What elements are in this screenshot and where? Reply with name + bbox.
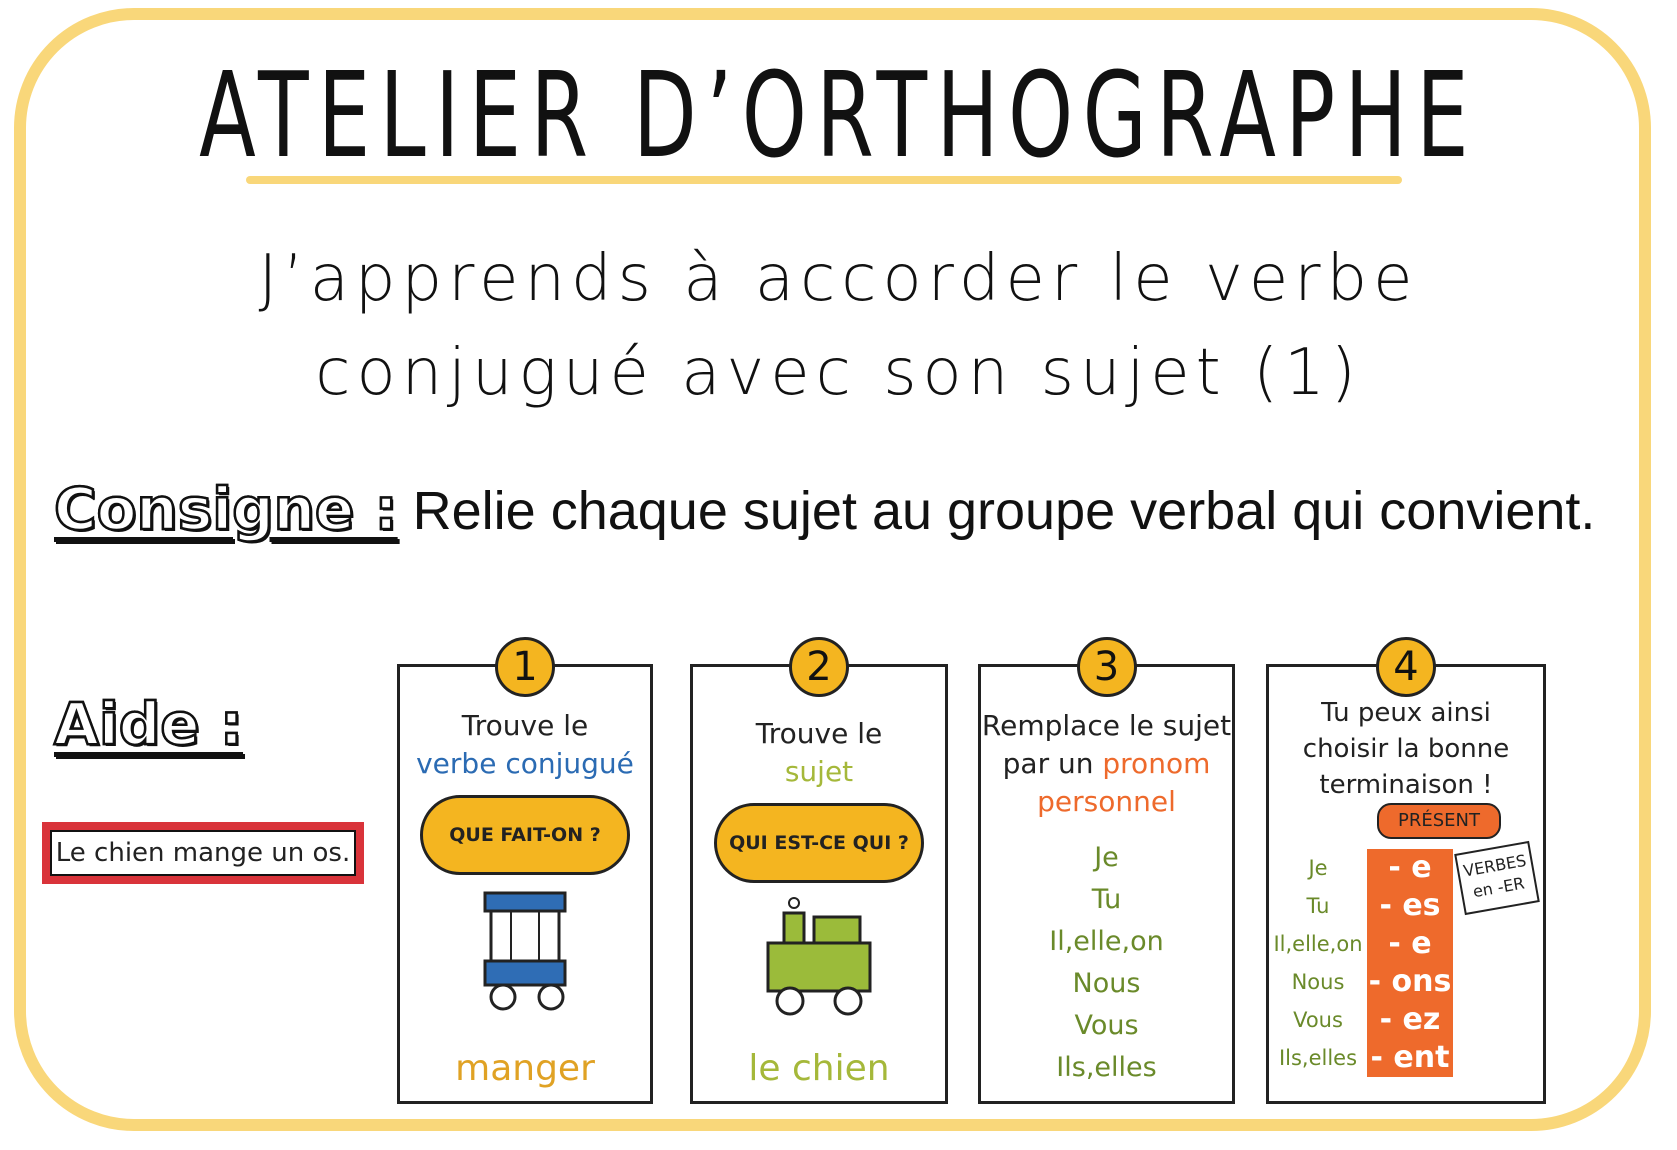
card-text: Trouve le [755, 717, 883, 750]
conjugation-row: Il,elle,on - e [1269, 925, 1543, 963]
row-pronoun: Vous [1293, 1008, 1343, 1032]
row-ending: - e [1367, 925, 1453, 963]
subject-train-icon [766, 897, 872, 1016]
thought-bubble: QUI EST-CE QUI ? [714, 803, 924, 883]
card-text: Tu peux ainsi [1321, 698, 1491, 728]
consigne-label: Consigne : [53, 474, 399, 545]
thought-bubble: QUE FAIT-ON ? [420, 795, 630, 875]
row-pronoun: Ils,elles [1278, 1046, 1358, 1070]
pronoun: Nous [1072, 968, 1141, 999]
card-text: choisir la bonne [1302, 734, 1510, 764]
title-underline [246, 176, 1402, 184]
subtitle-line-1: J’apprends à accorder le verbe [258, 242, 1419, 316]
consigne: Consigne : Relie chaque sujet au groupe … [53, 466, 1614, 554]
row-ending: - e [1367, 849, 1453, 887]
pronoun-list: Je Tu Il,elle,on Nous Vous Ils,elles [981, 837, 1232, 1089]
pronoun: Ils,elles [1056, 1052, 1157, 1083]
card-highlight: sujet [784, 755, 854, 788]
row-ending: - ons [1367, 963, 1453, 1001]
verbes-er-note: VERBES en -ER [1454, 840, 1540, 916]
card-number: 2 [789, 637, 849, 697]
conjugation-row: Tu - es [1269, 887, 1543, 925]
row-pronoun: Tu [1306, 894, 1330, 918]
row-pronoun: Nous [1291, 970, 1345, 994]
page-title: ATELIER D’ORTHOGRAPHE [199, 46, 1478, 184]
present-header: PRÉSENT [1377, 803, 1501, 839]
card-highlight: personnel [1037, 785, 1176, 818]
subtitle: J’apprends à accorder le verbe conjugué … [0, 232, 1677, 420]
example-sentence-box: Le chien mange un os. [42, 822, 364, 884]
conjugation-row: Je - e [1269, 849, 1543, 887]
pronoun: Il,elle,on [1049, 926, 1164, 957]
row-ending: - es [1367, 887, 1453, 925]
card-word: manger [455, 1048, 595, 1089]
pronoun: Vous [1074, 1010, 1139, 1041]
card-text: Remplace le sujet [981, 709, 1232, 742]
verb-cart-icon [483, 891, 567, 1011]
subtitle-line-2: conjugué avec son sujet (1) [315, 336, 1362, 410]
card-highlight: pronom [1102, 747, 1211, 780]
card-number: 1 [495, 637, 555, 697]
help-card-2: 2 Trouve le sujet QUI EST-CE QUI ? le ch… [690, 637, 948, 1104]
conjugation-row: Vous - ez [1269, 1001, 1543, 1039]
card-text: Trouve le [461, 709, 589, 742]
conjugation-row: Ils,elles - ent [1269, 1039, 1543, 1077]
aide-label: Aide : [53, 689, 245, 760]
pronoun: Tu [1091, 884, 1122, 915]
card-text: par un [1002, 747, 1094, 780]
consigne-text: Relie chaque sujet au groupe verbal qui … [412, 481, 1596, 541]
card-text: terminaison ! [1319, 770, 1493, 800]
card-number: 3 [1076, 637, 1137, 697]
card-highlight: verbe conjugué [416, 747, 634, 780]
help-card-4: 4 Tu peux ainsi choisir la bonne termina… [1266, 637, 1546, 1104]
conjugation-row: Nous - ons [1269, 963, 1543, 1001]
conjugation-table: Je - e Tu - es Il,elle,on - e Nous - ons… [1269, 849, 1543, 1077]
help-card-3: 3 Remplace le sujet par un pronom person… [978, 637, 1235, 1104]
help-card-1: 1 Trouve le verbe conjugué QUE FAIT-ON ?… [397, 637, 653, 1104]
row-pronoun: Il,elle,on [1273, 932, 1363, 956]
card-word: le chien [748, 1048, 890, 1089]
pronoun: Je [1094, 842, 1119, 873]
row-ending: - ez [1367, 1001, 1453, 1039]
example-sentence: Le chien mange un os. [50, 830, 356, 876]
row-pronoun: Je [1308, 856, 1328, 880]
card-number: 4 [1376, 637, 1436, 697]
row-ending: - ent [1367, 1039, 1453, 1077]
